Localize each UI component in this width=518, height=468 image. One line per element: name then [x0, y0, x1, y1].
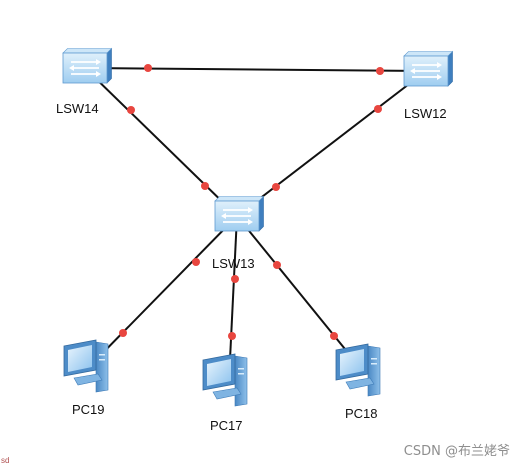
node-label-lsw13: LSW13 — [212, 256, 255, 271]
desktop-pc-icon[interactable] — [335, 343, 381, 397]
port-dot — [127, 106, 135, 114]
node-label-pc19: PC19 — [72, 402, 105, 417]
port-dot — [192, 258, 200, 266]
desktop-pc-icon[interactable] — [202, 353, 248, 407]
links-layer — [84, 67, 427, 381]
link-lsw13-pc17 — [228, 215, 238, 381]
port-dot — [272, 183, 280, 191]
link-lsw13-pc19 — [89, 215, 238, 367]
port-dot — [376, 67, 384, 75]
desktop-pc-icon[interactable] — [63, 339, 109, 393]
port-dot — [330, 332, 338, 340]
network-switch-icon[interactable] — [214, 195, 265, 232]
port-dot — [374, 105, 382, 113]
corner-text: sd — [1, 456, 10, 465]
network-switch-icon[interactable] — [62, 47, 113, 84]
port-dot — [119, 329, 127, 337]
port-dot — [228, 332, 236, 340]
watermark: CSDN @布兰姥爷 — [403, 444, 510, 459]
node-label-lsw12: LSW12 — [404, 106, 447, 121]
link-lsw12-lsw13 — [236, 70, 427, 217]
link-lsw14-lsw13 — [84, 67, 238, 217]
port-dot — [273, 261, 281, 269]
link-lsw14-lsw12 — [84, 67, 427, 72]
port-dots — [119, 64, 384, 340]
node-label-pc17: PC17 — [210, 418, 243, 433]
nodes-layer — [62, 47, 454, 407]
port-dot — [201, 182, 209, 190]
network-switch-icon[interactable] — [403, 50, 454, 87]
node-label-pc18: PC18 — [345, 406, 378, 421]
link-lsw13-pc18 — [236, 215, 363, 371]
node-label-lsw14: LSW14 — [56, 101, 99, 116]
port-dot — [231, 275, 239, 283]
port-dot — [144, 64, 152, 72]
